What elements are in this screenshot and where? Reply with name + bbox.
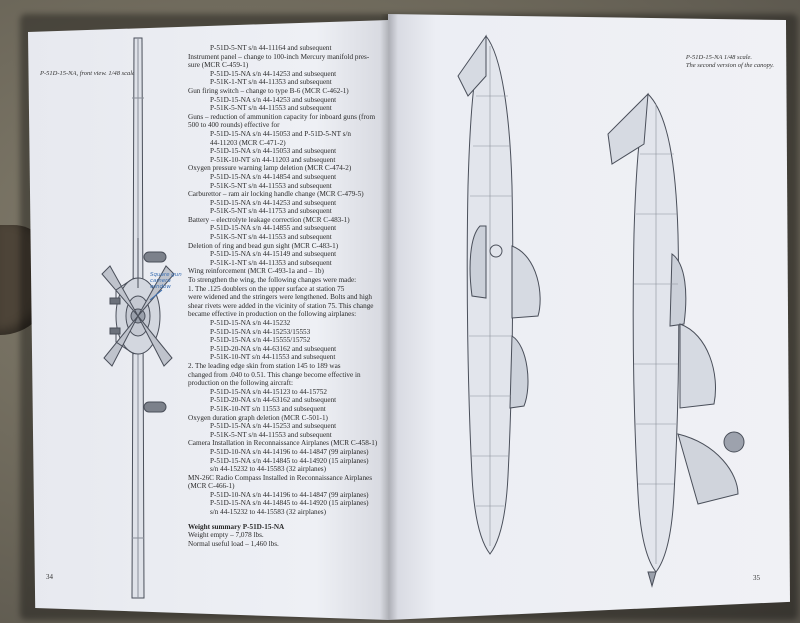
text-line: s/n 44-15232 to 44-15583 (32 airplanes) xyxy=(210,465,326,474)
text-line: P-51D-15-NA s/n 44-14855 and subsequent xyxy=(210,224,337,233)
side-view-caption: P-51D-15-NA 1/48 scale. The second versi… xyxy=(686,54,774,70)
camera-window-annotation: Square gun camera window xyxy=(150,272,182,290)
text-line: P-51K-1-NT s/n 44-11353 and subsequent xyxy=(210,78,332,87)
p51-side-view-left-drawing xyxy=(428,36,548,556)
text-line: P-51D-20-NA s/n 44-63162 and subsequent xyxy=(210,396,337,405)
text-line: P-51K-10-NT s/n 44-11203 and subsequent xyxy=(210,155,336,164)
p51-side-view-right-drawing xyxy=(588,74,768,574)
text-line: 1. The .125 doublers on the upper surfac… xyxy=(188,284,345,293)
text-line: P-51K-5-NT s/n 44-11553 and subsequent xyxy=(210,233,332,242)
text-line: MN-26C Radio Compass Installed in Reconn… xyxy=(188,473,373,482)
annotation-line: window xyxy=(150,284,171,290)
text-line: P-51K-10-NT s/n 11553 and subsequent xyxy=(210,404,326,413)
caption-line: P-51D-15-NA 1/48 scale. xyxy=(685,54,753,61)
text-line: P-51D-15-NA s/n 44-15555/15752 xyxy=(210,336,311,345)
text-line: Weight empty – 7,078 lbs. xyxy=(188,531,264,540)
text-line: production on the following aircraft: xyxy=(188,379,293,388)
text-line: P-51K-1-NT s/n 44-11353 and subsequent xyxy=(210,258,332,267)
text-line: Carburettor – ram air locking handle cha… xyxy=(188,190,364,199)
annotation-line: camera xyxy=(150,278,171,284)
text-line: s/n 44-15232 to 44-15583 (32 airplanes) xyxy=(210,508,326,517)
text-line: P-51D-15-NA s/n 44-14845 to 44-14920 (15… xyxy=(210,456,369,465)
text-line: Battery – electrolyte leakage correction… xyxy=(188,215,350,224)
page-number-left: 34 xyxy=(46,573,53,581)
front-view-caption: P-51D-15-NA, front view. 1/48 scale. xyxy=(40,70,137,77)
text-line: Oxygen duration graph deletion (MCR C-50… xyxy=(188,413,328,422)
p51-front-view-drawing xyxy=(98,38,178,598)
text-line: P-51D-10-NA s/n 44-14196 to 44-14847 (99… xyxy=(210,490,369,499)
text-line: P-51D-15-NA s/n 44-14253 and subsequent xyxy=(210,198,337,207)
text-line: (MCR C-466-1) xyxy=(188,482,235,491)
text-line: Oxygen pressure warning lamp deletion (M… xyxy=(188,164,352,173)
text-line: P-51D-5-NT s/n 44-11164 and subsequent xyxy=(210,44,332,52)
right-page: P-51D-15-NA 1/48 scale. The second versi… xyxy=(388,14,790,620)
text-line: 500 to 400 rounds) effective for xyxy=(188,121,280,130)
text-line: P-51K-5-NT s/n 44-11553 and subsequent xyxy=(210,104,332,113)
text-line: 44-11203 (MCR C-471-2) xyxy=(210,138,286,147)
text-line: Instrument panel – change to 100-inch Me… xyxy=(188,52,370,61)
text-line: changed from .040 to 0.51. This change b… xyxy=(188,370,361,379)
text-line: 2. The leading edge skin from station 14… xyxy=(188,361,341,370)
text-line: P-51D-15-NA s/n 44-15149 and subsequent xyxy=(210,250,337,259)
page-number-right: 35 xyxy=(753,574,760,582)
text-line: P-51K-5-NT s/n 44-11553 and subsequent xyxy=(210,430,332,439)
text-line: P-51K-10-NT s/n 44-11553 and subsequent xyxy=(210,353,336,362)
text-line: became effective in production on the fo… xyxy=(188,310,357,319)
text-line: Wing reinforcement (MCR C-493-1a and – 1… xyxy=(188,267,324,276)
text-line: P-51D-10-NA s/n 44-14196 to 44-14847 (99… xyxy=(210,447,369,456)
text-line: P-51D-15-NA s/n 44-15253 and subsequent xyxy=(210,422,337,431)
text-line: P-51D-15-NA s/n 44-15232 xyxy=(210,319,291,327)
text-line: Camera Installation in Reconnaissance Ai… xyxy=(188,439,378,448)
text-line: P-51D-15-NA s/n 44-15253/15553 xyxy=(210,327,311,336)
text-line: were widened and the stringers were leng… xyxy=(188,293,373,302)
text-line: Gun firing switch – change to type B-6 (… xyxy=(188,86,349,95)
caption-line: The second version of the canopy. xyxy=(685,62,774,69)
text-line: P-51D-20-NA s/n 44-63162 and subsequent xyxy=(210,344,337,353)
text-line: P-51D-15-NA s/n 44-15123 to 44-15752 xyxy=(210,387,327,396)
text-line: Weight summary P-51D-15-NA xyxy=(188,522,285,531)
text-line: P-51D-15-NA s/n 44-14845 to 44-14920 (15… xyxy=(210,499,369,508)
text-line: P-51D-15-NA s/n 44-14854 and subsequent xyxy=(210,172,337,181)
text-line: Deletion of ring and bead gun sight (MCR… xyxy=(188,241,339,250)
text-line: shear rivets were added in the vicinity … xyxy=(188,301,374,310)
text-line: To strengthen the wing, the following ch… xyxy=(188,276,357,285)
text-line: sure (MCR C-459-1) xyxy=(188,61,249,70)
text-line: P-51D-15-NA s/n 44-15053 and P-51D-5-NT … xyxy=(210,129,352,138)
book-gutter xyxy=(380,14,398,620)
text-line: Normal useful load – 1,460 lbs. xyxy=(188,539,279,548)
text-line: P-51K-5-NT s/n 44-11753 and subsequent xyxy=(210,207,332,216)
text-line: P-51D-15-NA s/n 44-14253 and subsequent xyxy=(210,69,337,78)
text-line: P-51D-15-NA s/n 44-15053 and subsequent xyxy=(210,147,337,156)
text-line: Guns – reduction of ammunition capacity … xyxy=(188,112,376,121)
text-line: P-51D-15-NA s/n 44-14253 and subsequent xyxy=(210,95,337,104)
text-line: P-51K-5-NT s/n 44-11553 and subsequent xyxy=(210,181,332,190)
annotation-line: Square gun xyxy=(150,272,182,278)
left-page: P-51D-15-NA, front view. 1/48 scale. xyxy=(28,20,388,620)
